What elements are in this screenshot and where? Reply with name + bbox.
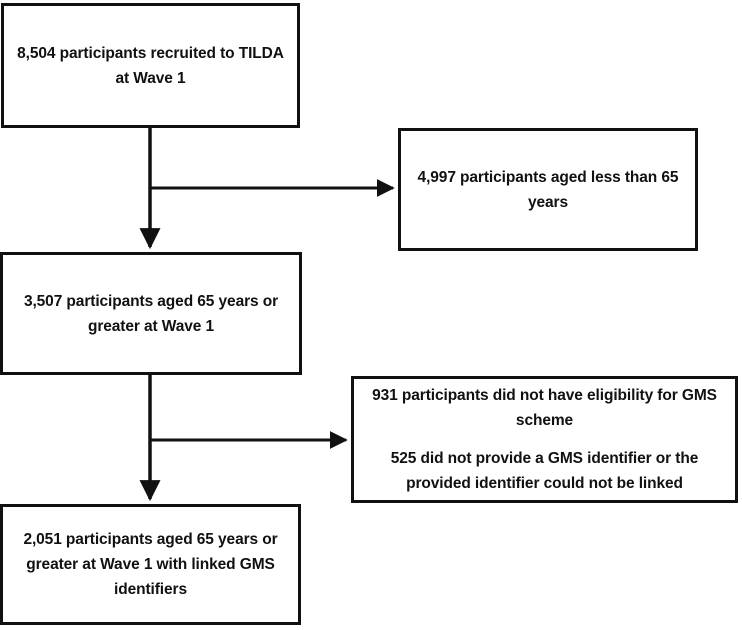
node-recruited: 8,504 participants recruited to TILDA at…: [1, 3, 300, 128]
node-recruited-text: 8,504 participants recruited to TILDA at…: [17, 44, 284, 87]
node-excluded-gms-identifier-text: 525 did not provide a GMS identifier or …: [390, 450, 699, 492]
node-aged-65-or-greater: 3,507 participants aged 65 years or grea…: [0, 252, 302, 375]
node-linked-gms-identifiers: 2,051 participants aged 65 years or grea…: [0, 504, 301, 625]
node-linked-gms-identifiers-text: 2,051 participants aged 65 years or grea…: [23, 531, 278, 598]
node-excluded-gms-eligibility-text: 931 participants did not have eligibilit…: [372, 387, 717, 429]
node-excluded-under-65-text: 4,997 participants aged less than 65 yea…: [417, 168, 679, 211]
node-excluded-gms: 931 participants did not have eligibilit…: [351, 376, 738, 503]
node-excluded-under-65: 4,997 participants aged less than 65 yea…: [398, 128, 698, 251]
node-aged-65-or-greater-text: 3,507 participants aged 65 years or grea…: [23, 292, 279, 335]
